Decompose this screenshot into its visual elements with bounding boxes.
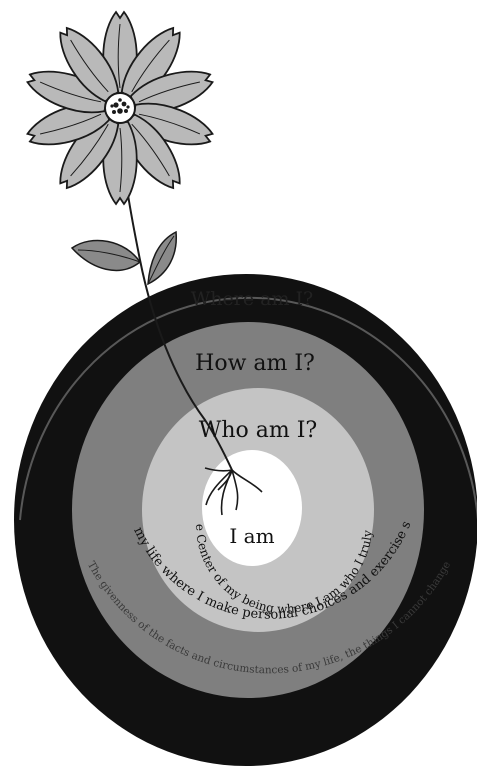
left-leaf-icon	[72, 240, 140, 270]
flower-center-icon	[105, 93, 135, 123]
right-leaf-icon	[148, 232, 176, 284]
outer-ring-label: Where am I?	[191, 288, 313, 310]
center-label: I am	[229, 524, 274, 548]
center-circle	[202, 450, 302, 566]
third-ring-label: How am I?	[195, 351, 315, 376]
flower-icon	[24, 12, 217, 204]
second-ring-label: Who am I?	[199, 418, 317, 443]
